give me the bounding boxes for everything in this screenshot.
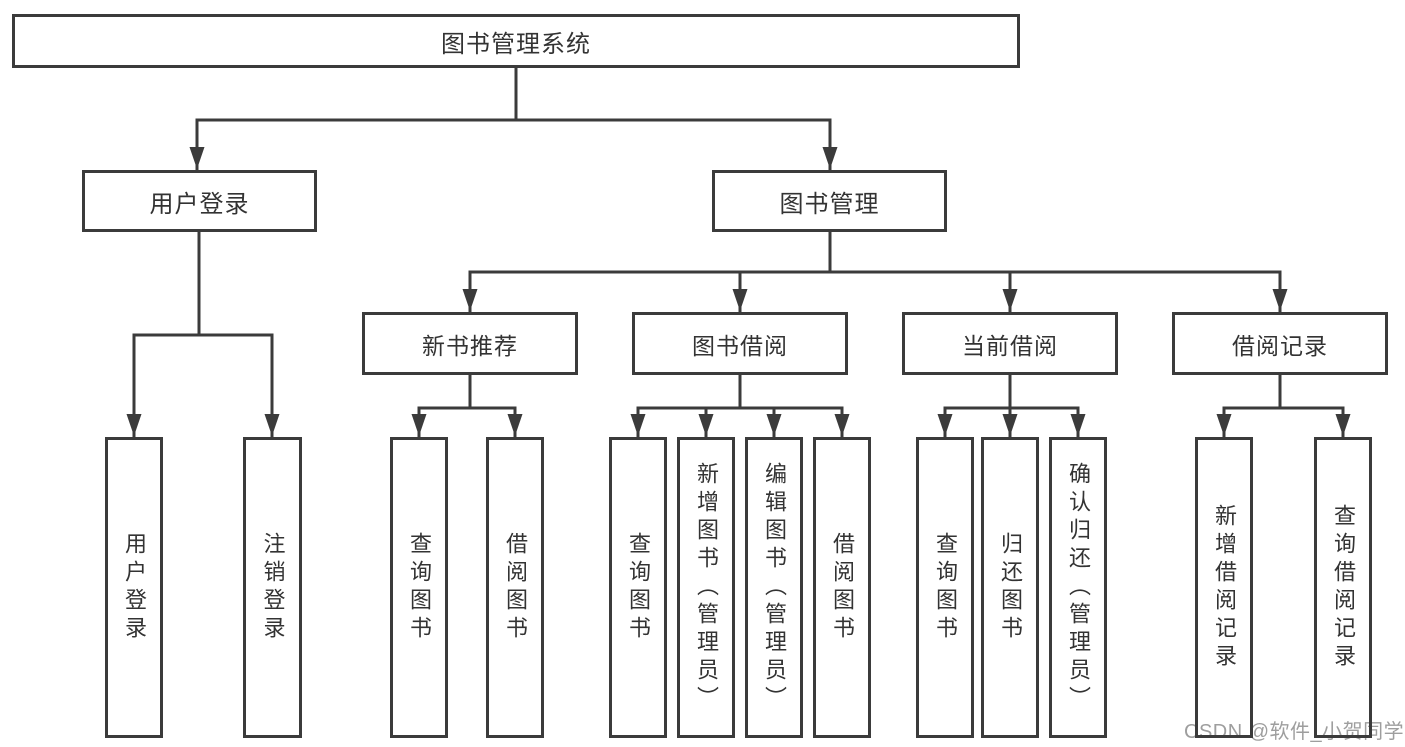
node-user-login-group: 用户登录 [82, 170, 317, 232]
leaf-logout: 注销登录 [243, 437, 302, 738]
leaf-current-query-book: 查询图书 [916, 437, 974, 738]
leaf-add-borrow-record: 新增借阅记录 [1195, 437, 1253, 738]
leaf-borrow-book: 借阅图书 [813, 437, 871, 738]
leaf-query-borrow-record: 查询借阅记录 [1314, 437, 1372, 738]
leaf-recommend-query-book: 查询图书 [390, 437, 448, 738]
leaf-recommend-borrow-book: 借阅图书 [486, 437, 544, 738]
node-new-book-recommend: 新书推荐 [362, 312, 578, 375]
leaf-return-book: 归还图书 [981, 437, 1039, 738]
leaf-borrow-query-book: 查询图书 [609, 437, 667, 738]
node-root-system: 图书管理系统 [12, 14, 1020, 68]
leaf-user-login: 用户登录 [105, 437, 163, 738]
node-current-borrow: 当前借阅 [902, 312, 1118, 375]
leaf-edit-book-admin: 编辑图书（管理员） [745, 437, 803, 738]
node-borrow-record: 借阅记录 [1172, 312, 1388, 375]
node-book-borrow: 图书借阅 [632, 312, 848, 375]
leaf-add-book-admin: 新增图书（管理员） [677, 437, 735, 738]
node-book-management: 图书管理 [712, 170, 947, 232]
csdn-watermark: CSDN @软件_小贺同学 [1184, 721, 1405, 743]
leaf-confirm-return-admin: 确认归还（管理员） [1049, 437, 1107, 738]
